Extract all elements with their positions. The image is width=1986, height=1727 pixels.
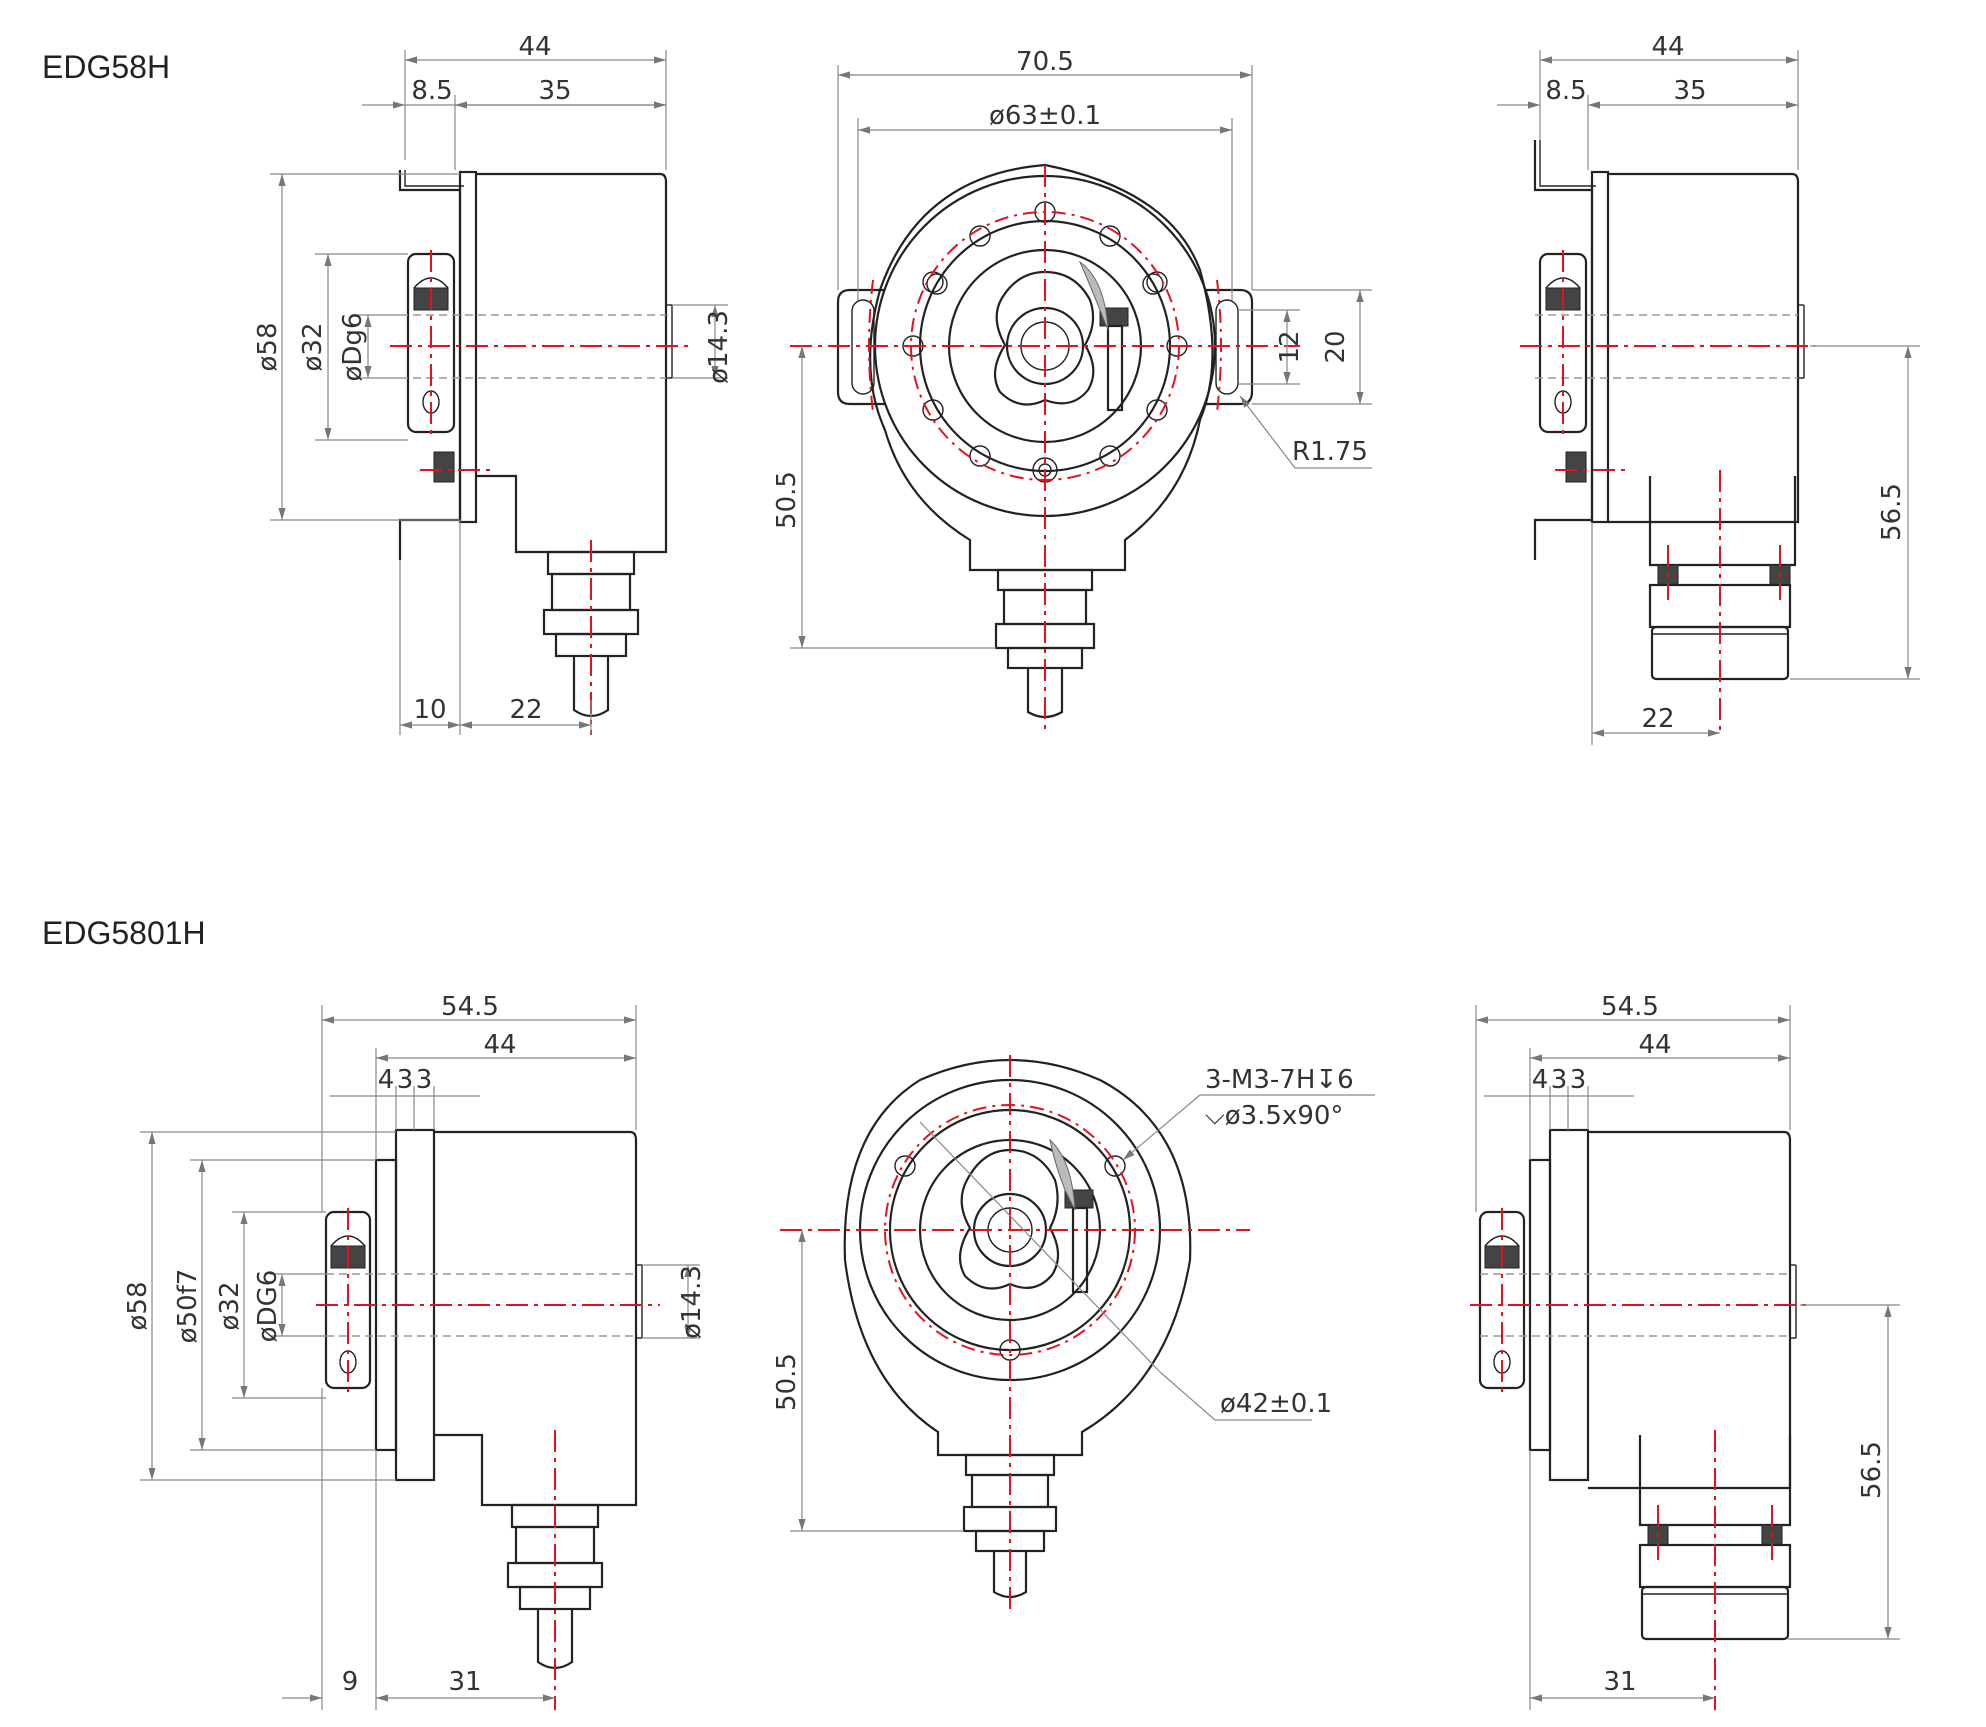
bottom-front-view: 3-M3-7H↧6 ⌵ø3.5x90° ø42±0.1 50.5 <box>772 1055 1375 1610</box>
dim-bottom-side-31: 31 <box>448 1667 481 1697</box>
dim-bottom-side-9: 9 <box>342 1667 359 1697</box>
dim-top-side-8-5: 8.5 <box>411 76 452 106</box>
dim-top-front-50-5: 50.5 <box>772 471 802 529</box>
dim-top-side-10: 10 <box>413 695 446 725</box>
dim-top-side-shaft: øDg6 <box>338 313 368 382</box>
dim-bottom-rear-3a: 3 <box>1551 1065 1568 1095</box>
dim-bottom-rear-56-5: 56.5 <box>1857 1441 1887 1499</box>
dim-bottom-side-54-5: 54.5 <box>441 992 499 1022</box>
dim-top-rear-8-5: 8.5 <box>1545 76 1586 106</box>
dim-bottom-rear-44: 44 <box>1638 1030 1671 1060</box>
dim-bottom-side-shaft: øDG6 <box>253 1270 283 1343</box>
dim-top-side-44: 44 <box>518 32 551 62</box>
dim-bottom-side-50f7: ø50f7 <box>173 1269 203 1344</box>
dim-top-front-20: 20 <box>1321 330 1351 363</box>
dim-top-side-14-3: ø14.3 <box>704 310 734 384</box>
dim-top-rear-56-5: 56.5 <box>1877 483 1907 541</box>
dim-top-front-pcd: ø63±0.1 <box>989 101 1101 131</box>
dim-top-front-70-5: 70.5 <box>1016 47 1074 77</box>
dim-bottom-rear-31: 31 <box>1603 1667 1636 1697</box>
dim-bottom-side-58: ø58 <box>123 1282 153 1331</box>
top-rear-view: 44 8.5 35 56.5 22 <box>1497 32 1920 745</box>
bottom-rear-view: 54.5 44 4 3 3 56.5 31 <box>1470 992 1900 1710</box>
dim-bottom-rear-54-5: 54.5 <box>1601 992 1659 1022</box>
bottom-side-view: 54.5 44 4 3 3 ø58 ø50f7 ø32 øDG6 ø14.3 9… <box>123 992 707 1710</box>
dim-top-side-22: 22 <box>509 695 542 725</box>
top-front-view: 70.5 ø63±0.1 12 20 R1.75 50.5 <box>772 47 1372 735</box>
note-chamfer: ⌵ø3.5x90° <box>1205 1101 1343 1131</box>
title-edg5801h: EDG5801H <box>42 915 206 951</box>
dim-top-side-58: ø58 <box>253 323 283 372</box>
title-edg58h: EDG58H <box>42 49 170 85</box>
dim-top-side-32: ø32 <box>298 323 328 372</box>
dim-bottom-rear-3b: 3 <box>1570 1065 1587 1095</box>
dim-bottom-side-44: 44 <box>483 1030 516 1060</box>
dim-top-rear-22: 22 <box>1641 704 1674 734</box>
dim-bottom-side-4: 4 <box>378 1065 395 1095</box>
dim-bottom-front-50-5: 50.5 <box>772 1353 802 1411</box>
dim-bottom-side-3a: 3 <box>397 1065 414 1095</box>
dim-top-side-35: 35 <box>538 76 571 106</box>
dim-top-rear-44: 44 <box>1651 32 1684 62</box>
dim-top-front-12: 12 <box>1275 330 1305 363</box>
dim-top-front-radius: R1.75 <box>1292 437 1368 467</box>
dim-bottom-front-pcd: ø42±0.1 <box>1220 1389 1332 1419</box>
dim-top-rear-35: 35 <box>1673 76 1706 106</box>
dim-bottom-rear-4: 4 <box>1532 1065 1549 1095</box>
dim-bottom-side-3b: 3 <box>416 1065 433 1095</box>
note-thread: 3-M3-7H↧6 <box>1205 1065 1354 1095</box>
dim-bottom-side-32: ø32 <box>215 1282 245 1331</box>
dim-bottom-side-14-3: ø14.3 <box>677 1265 707 1339</box>
top-side-view: 44 8.5 35 ø58 ø32 øDg6 ø14.3 10 22 <box>253 32 734 735</box>
